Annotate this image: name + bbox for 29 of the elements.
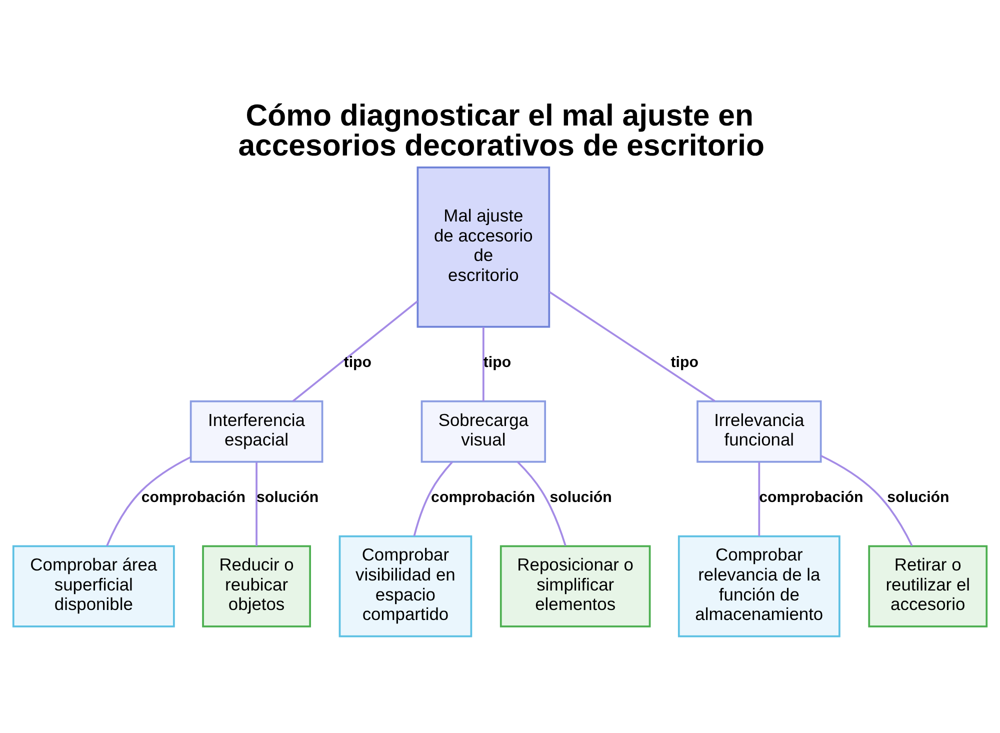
edge-label: comprobación bbox=[759, 488, 864, 506]
node-box: Mal ajuste de accesorio de escritorio bbox=[416, 166, 550, 328]
edge-label: solución bbox=[256, 488, 319, 506]
node-box: Irrelevancia funcional bbox=[696, 400, 822, 462]
edge-label: solución bbox=[550, 488, 612, 506]
edge-label: solución bbox=[887, 488, 950, 506]
diagram-title: Cómo diagnosticar el mal ajuste en accesorios decorativos de escritorio bbox=[238, 98, 764, 162]
edge-label: tipo bbox=[344, 353, 372, 370]
node-box: Reposicionar o simplificar elementos bbox=[500, 544, 651, 627]
node-box: Comprobar área superficial disponible bbox=[12, 544, 175, 627]
connector bbox=[106, 456, 191, 546]
edge-label: tipo bbox=[670, 353, 698, 370]
edge-label: comprobación bbox=[141, 488, 246, 506]
edge-label: tipo bbox=[483, 353, 512, 370]
connector bbox=[413, 460, 453, 536]
connector bbox=[548, 290, 716, 402]
connector bbox=[292, 300, 418, 402]
connector bbox=[516, 460, 566, 546]
connector bbox=[256, 462, 258, 546]
connector bbox=[758, 462, 760, 536]
node-box: Interferencia espacial bbox=[190, 400, 324, 462]
edge-label: comprobación bbox=[431, 488, 536, 506]
connector bbox=[482, 326, 484, 401]
node-box: Sobrecarga visual bbox=[420, 400, 546, 462]
node-box: Retirar o reutilizar el accesorio bbox=[868, 544, 988, 627]
node-box: Comprobar visibilidad en espacio compartido bbox=[338, 534, 472, 637]
node-box: Comprobar relevancia de la función de almacenamiento bbox=[678, 534, 840, 637]
node-box: Reducir o reubicar objetos bbox=[202, 544, 311, 627]
connector bbox=[820, 454, 913, 546]
